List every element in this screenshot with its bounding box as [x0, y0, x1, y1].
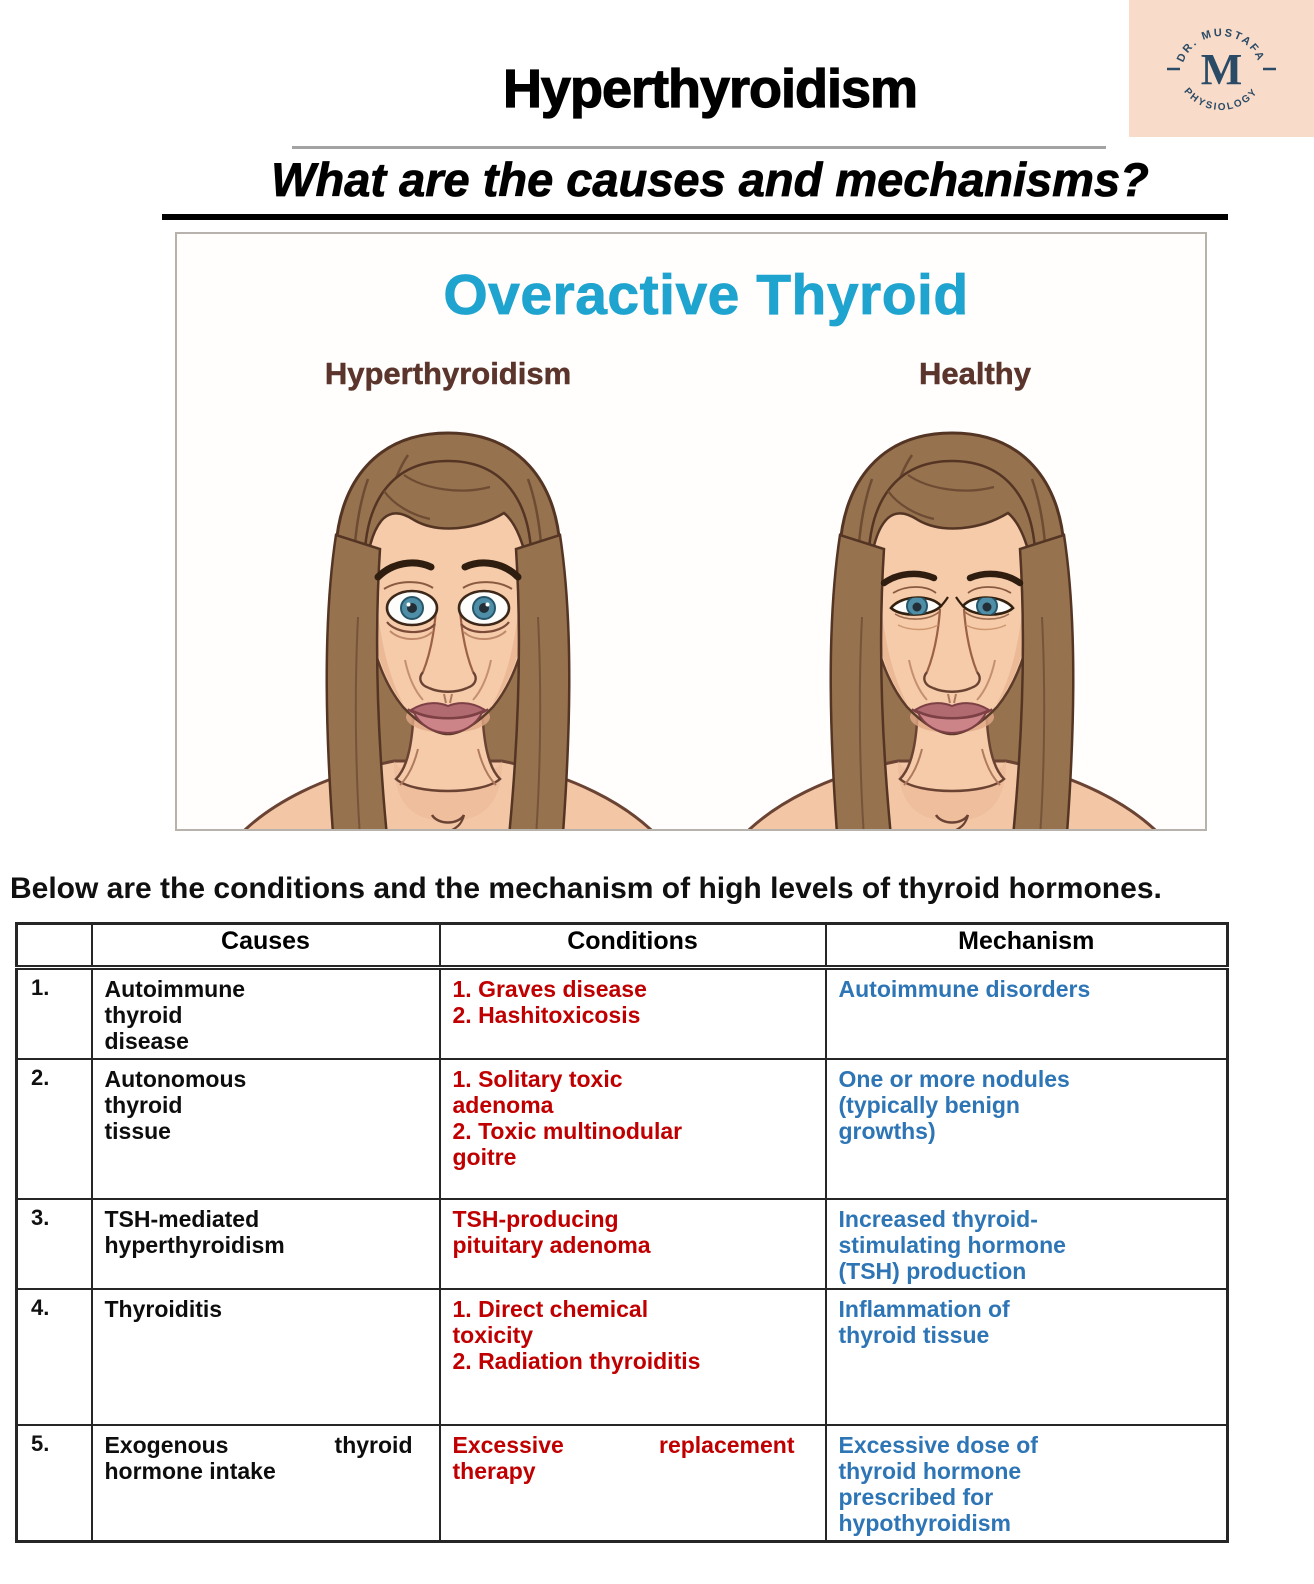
- table-header-row: Causes Conditions Mechanism: [15, 922, 1229, 970]
- table-row: 2. Autonomous thyroid tissue 1. Solitary…: [15, 1057, 1229, 1200]
- mechanism-cell: One or more nodules (typically benign gr…: [824, 1057, 1229, 1200]
- cause-cell: Thyroiditis: [90, 1287, 441, 1426]
- row-number: 1.: [15, 966, 93, 1060]
- condition-cell: 1. Direct chemical toxicity 2. Radiation…: [438, 1287, 827, 1426]
- logo-monogram-letter: M: [1201, 45, 1243, 94]
- hyperthyroid-face-illustration: [232, 431, 664, 829]
- row-number: 5.: [15, 1423, 93, 1543]
- table-row: 3. TSH-mediated hyperthyroidism TSH-prod…: [15, 1197, 1229, 1290]
- page-title: Hyperthyroidism: [502, 58, 918, 119]
- condition-cell: Excessive replacement therapy: [438, 1423, 827, 1543]
- table-caption: Below are the conditions and the mechani…: [10, 872, 1162, 905]
- condition-cell: 1. Solitary toxic adenoma 2. Toxic multi…: [438, 1057, 827, 1200]
- cause-cell: Exogenous thyroid hormone intake: [90, 1423, 441, 1543]
- mechanism-cell: Inflammation of thyroid tissue: [824, 1287, 1229, 1426]
- subtitle-divider-line: [162, 214, 1228, 220]
- cause-cell: Autonomous thyroid tissue: [90, 1057, 441, 1200]
- mechanism-cell: Increased thyroid- stimulating hormone (…: [824, 1197, 1229, 1290]
- row-number: 4.: [15, 1287, 93, 1426]
- causes-conditions-mechanism-table: Causes Conditions Mechanism 1. Autoimmun…: [15, 922, 1229, 1543]
- cause-cell: TSH-mediated hyperthyroidism: [90, 1197, 441, 1290]
- overactive-thyroid-figure: Overactive Thyroid Hyperthyroidism Healt…: [175, 232, 1207, 831]
- condition-cell: 1. Graves disease 2. Hashitoxicosis: [438, 966, 827, 1060]
- header-conditions: Conditions: [438, 922, 827, 970]
- title-divider-line: [292, 146, 1106, 149]
- figure-label-hyperthyroidism: Hyperthyroidism: [324, 356, 572, 392]
- header-number-cell: [15, 922, 93, 970]
- figure-title: Overactive Thyroid: [443, 263, 969, 328]
- row-number: 2.: [15, 1057, 93, 1200]
- page-subtitle: What are the causes and mechanisms?: [271, 153, 1149, 207]
- table-row: 5. Exogenous thyroid hormone intake Exce…: [15, 1423, 1229, 1543]
- mechanism-cell: Excessive dose of thyroid hormone prescr…: [824, 1423, 1229, 1543]
- table-row: 4. Thyroiditis 1. Direct chemical toxici…: [15, 1287, 1229, 1426]
- mechanism-cell: Autoimmune disorders: [824, 966, 1229, 1060]
- row-number: 3.: [15, 1197, 93, 1290]
- condition-cell: TSH-producing pituitary adenoma: [438, 1197, 827, 1290]
- table-row: 1. Autoimmune thyroid disease 1. Graves …: [15, 966, 1229, 1060]
- cause-cell: Autoimmune thyroid disease: [90, 966, 441, 1060]
- logo-monogram-icon: DR. MUSTAFA PHYSIOLOGY M: [1167, 27, 1276, 113]
- figure-label-healthy: Healthy: [919, 356, 1031, 392]
- dr-mustafa-physiology-logo: DR. MUSTAFA PHYSIOLOGY M: [1129, 0, 1314, 137]
- header-mechanism: Mechanism: [824, 922, 1229, 970]
- healthy-face-illustration: [736, 431, 1168, 829]
- header-causes: Causes: [90, 922, 441, 970]
